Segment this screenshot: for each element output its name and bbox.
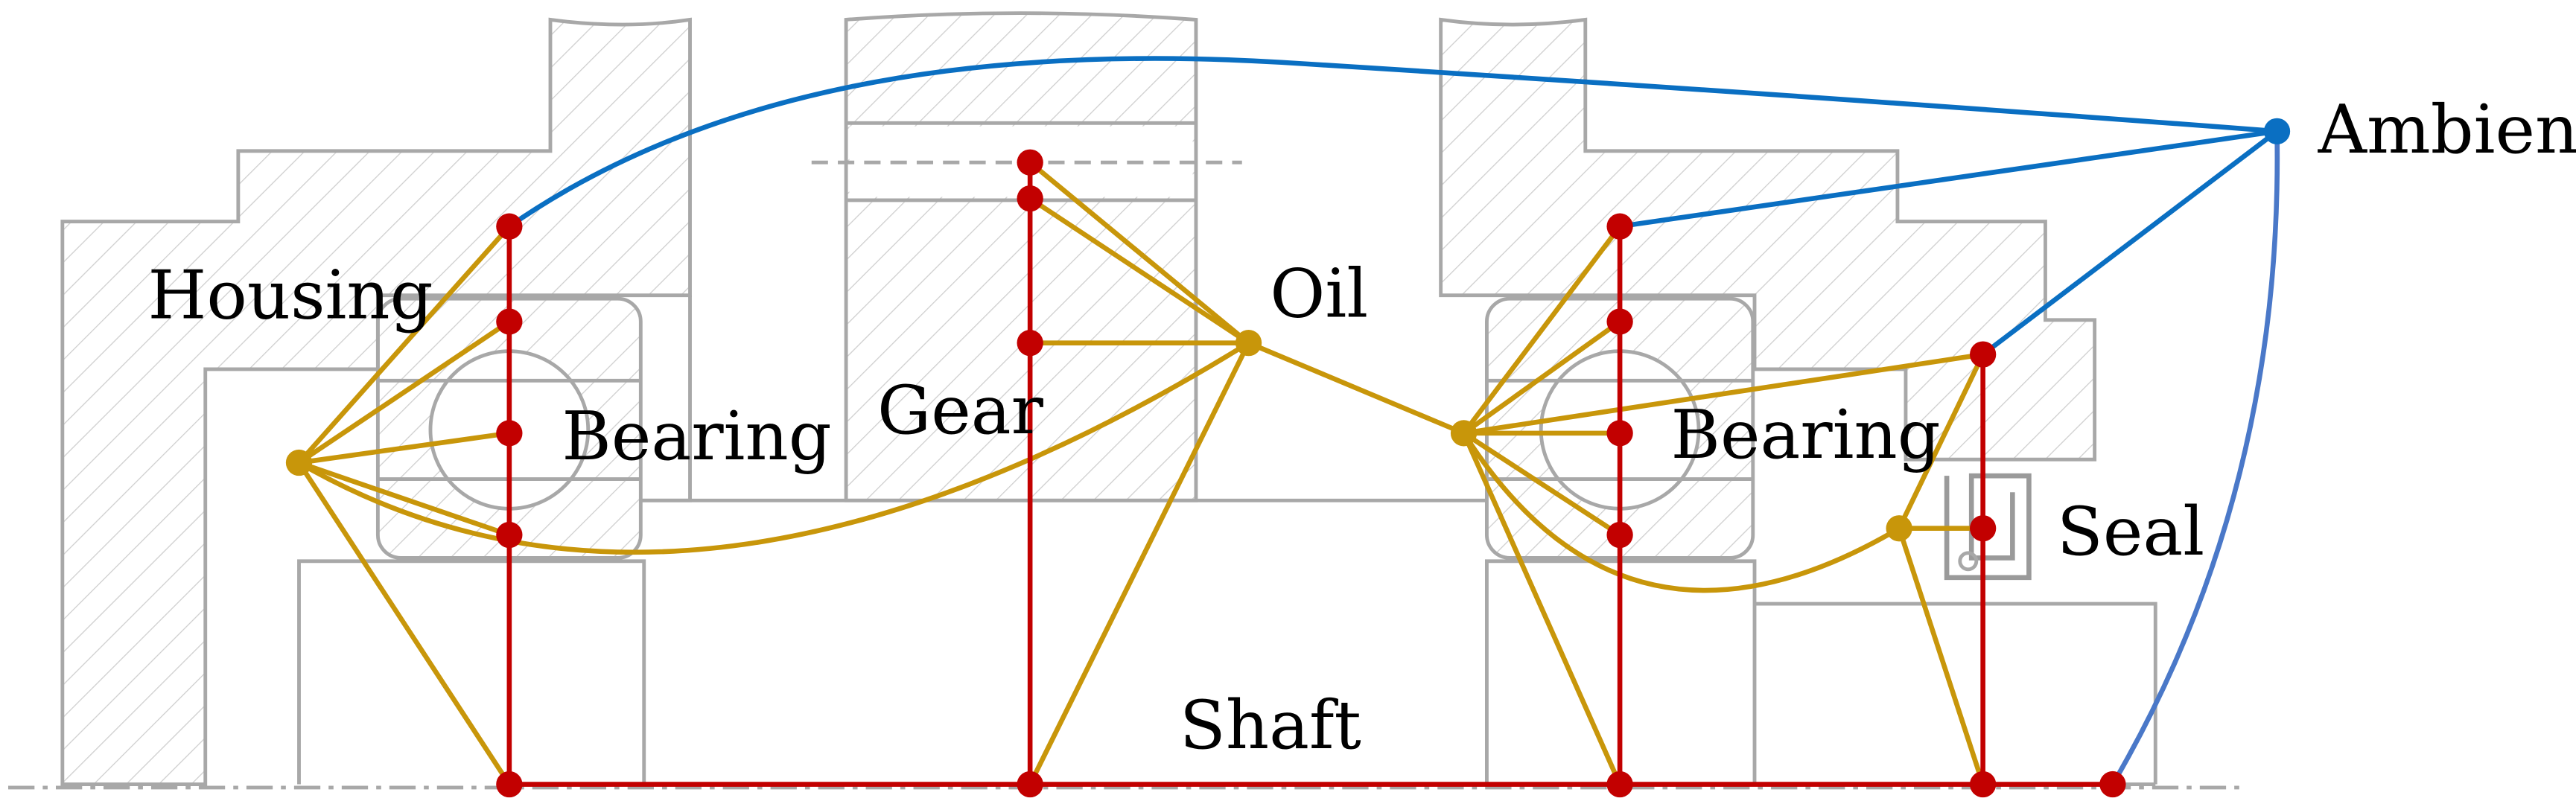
link-oil-2 <box>1028 196 1250 345</box>
shaft <box>640 498 2157 786</box>
node-ambient <box>2263 118 2291 144</box>
label-gear: Gear <box>877 371 1044 450</box>
convection-links <box>296 160 1985 786</box>
node-shaft-gear <box>1017 770 1043 798</box>
node-bearing-left-inner <box>496 521 523 549</box>
link-lf-3 <box>299 430 510 465</box>
node-seal <box>1969 515 1997 542</box>
node-fluid-seal <box>1886 515 1912 542</box>
node-oil <box>1235 330 1262 357</box>
housing-right <box>1439 17 2097 462</box>
shaft-shoulder-left <box>297 559 646 785</box>
node-bearing-left-ball <box>496 420 523 447</box>
node-shaft-seal <box>1969 770 1997 798</box>
node-gear-tooth <box>1017 185 1043 212</box>
node-bearing-right-outer <box>1606 308 1633 335</box>
link-right-housing-ambient <box>1619 129 2277 229</box>
link-rf-1 <box>1461 225 1622 435</box>
link-lf-5 <box>296 461 512 786</box>
node-bearing-right-inner <box>1606 521 1633 549</box>
link-rf-seal <box>1461 432 1901 593</box>
node-bearing-right-ball <box>1606 420 1633 447</box>
node-shaft-right <box>1606 770 1633 798</box>
link-oil-1 <box>1028 160 1250 345</box>
red-nodes <box>496 149 2126 798</box>
link-seal-ambient <box>1981 129 2279 357</box>
label-ambient: Ambient <box>2318 91 2576 169</box>
node-shaft-end <box>2099 770 2126 798</box>
node-seal-housing <box>1969 341 1997 368</box>
node-fluid-left <box>285 449 313 476</box>
labels: Housing Bearing Gear Oil Bearing Seal Sh… <box>148 91 2576 765</box>
seal-spring <box>1958 551 1979 572</box>
label-bearing-right: Bearing <box>1670 396 1940 474</box>
conduction-links <box>506 162 2113 787</box>
label-shaft: Shaft <box>1180 686 1361 765</box>
link-lf-oil <box>297 340 1250 555</box>
node-housing-right <box>1606 213 1633 240</box>
node-gear-tip <box>1017 149 1043 176</box>
label-bearing-left: Bearing <box>562 398 831 476</box>
link-oil-4 <box>1028 342 1251 786</box>
ambient-links <box>507 56 2280 786</box>
node-bearing-left-outer <box>496 308 523 335</box>
link-housing-ambient <box>507 56 2277 229</box>
label-seal: Seal <box>2057 493 2204 571</box>
seal <box>1944 473 2032 581</box>
gold-nodes <box>285 330 1912 542</box>
link-shaft-ambient <box>2111 131 2280 786</box>
node-gear-body <box>1017 330 1043 357</box>
label-housing: Housing <box>148 257 433 335</box>
node-shaft-left <box>496 770 523 798</box>
link-rf-6 <box>1463 351 1984 436</box>
node-housing-left <box>496 213 523 240</box>
label-oil: Oil <box>1270 255 1368 333</box>
link-oil-rf <box>1247 340 1465 436</box>
link-rf-4 <box>1462 431 1621 537</box>
link-lf-2 <box>297 319 511 465</box>
link-rf-2 <box>1462 319 1622 436</box>
link-rf-5 <box>1461 432 1623 785</box>
node-fluid-right <box>1450 420 1478 447</box>
link-sf-1 <box>1897 353 1985 530</box>
link-sf-3 <box>1896 527 1985 785</box>
link-lf-4 <box>298 460 510 537</box>
link-lf-1 <box>297 224 512 465</box>
